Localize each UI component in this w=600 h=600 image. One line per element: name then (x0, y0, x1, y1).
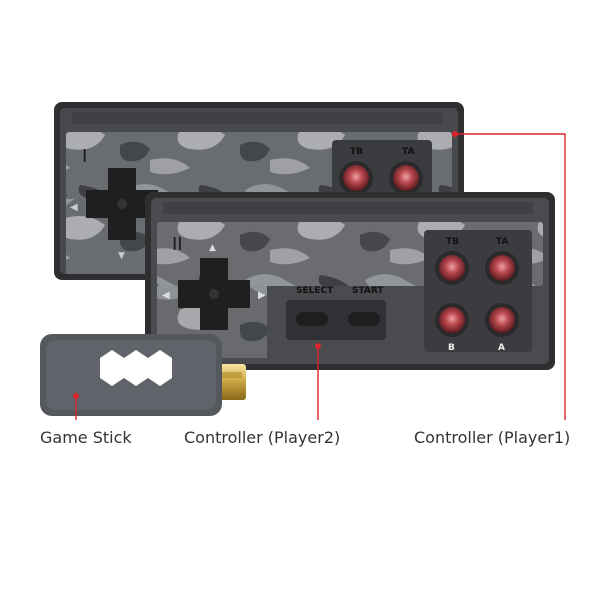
controller1-ta-label: TA (402, 147, 414, 157)
select-button (296, 312, 328, 326)
controller1-tb-label: TB (350, 147, 363, 157)
label-controller-player2: Controller (Player2) (184, 428, 341, 447)
svg-text:▼: ▼ (118, 251, 125, 261)
controller1-dpad (86, 168, 158, 240)
label-game-stick: Game Stick (40, 428, 132, 447)
controller2-b-label: B (448, 343, 455, 353)
svg-text:▲: ▲ (209, 243, 216, 253)
controller2-dpad (178, 258, 250, 330)
controller2-numeral: II (172, 234, 183, 255)
controller2-tb-label: TB (446, 237, 459, 247)
start-label: START (352, 286, 384, 296)
controller2-ta-label: TA (496, 237, 508, 247)
svg-text:◀: ◀ (70, 202, 78, 213)
start-button (348, 312, 380, 326)
controller1-numeral: I (82, 146, 87, 167)
label-controller-player1: Controller (Player1) (414, 428, 571, 447)
svg-text:◀: ◀ (162, 290, 170, 301)
hdmi-connector (218, 364, 246, 400)
controller2-a-label: A (498, 343, 505, 353)
select-label: SELECT (296, 286, 334, 296)
logo-cutout (100, 350, 172, 386)
controller-player2: II ▲ ◀ ▶ SELECT START TB TA B A (145, 192, 555, 370)
game-stick (40, 334, 246, 416)
leader-lines (75, 133, 566, 420)
svg-text:▶: ▶ (258, 290, 266, 301)
